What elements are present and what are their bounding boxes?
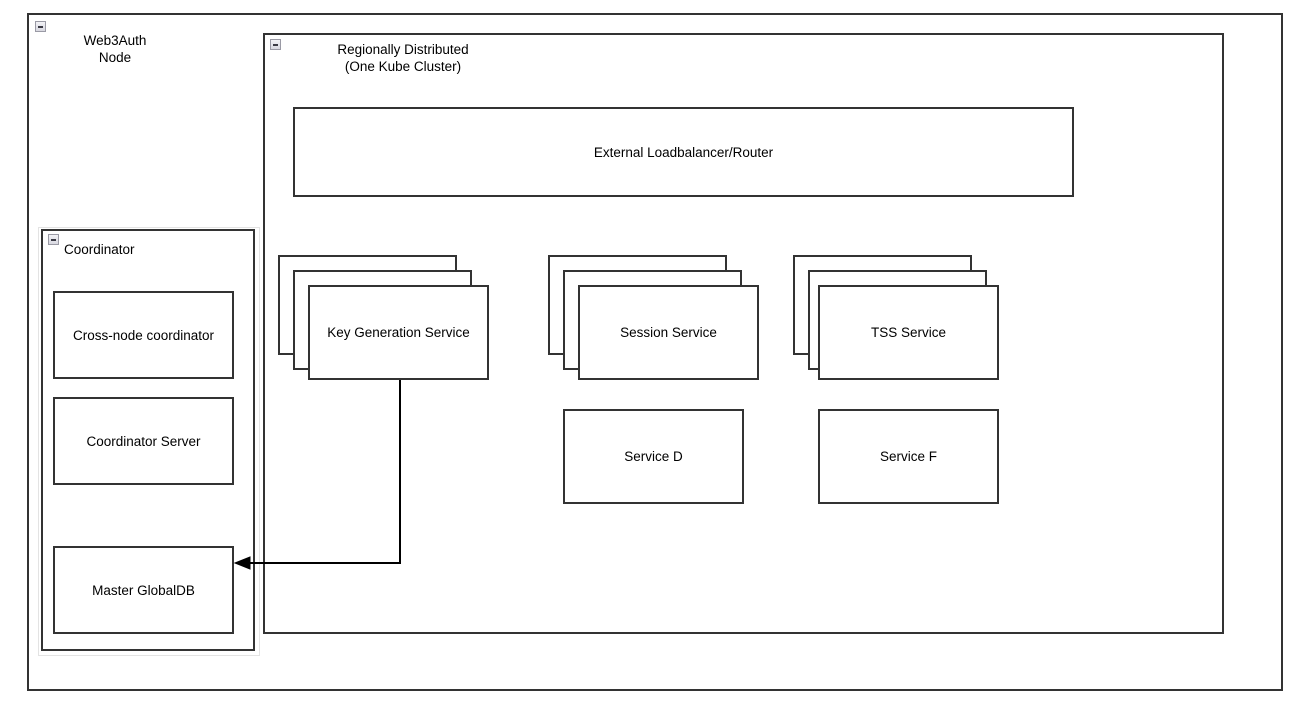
tss-service-label: TSS Service: [870, 325, 947, 340]
key-generation-service-label: Key Generation Service: [327, 325, 470, 340]
coordinator-label: Coordinator: [64, 242, 135, 257]
minus-collapse-icon-kube-cluster[interactable]: [270, 39, 281, 50]
service-f-label: Service F: [879, 449, 937, 464]
service-f-box[interactable]: Service F: [818, 409, 999, 504]
master-globaldb-label: Master GlobalDB: [92, 582, 195, 598]
minus-collapse-icon-web3auth-node[interactable]: [35, 21, 46, 32]
key-generation-service-box[interactable]: Key Generation Service: [308, 285, 489, 380]
coordinator-server-label: Coordinator Server: [86, 433, 201, 449]
session-service-label: Session Service: [620, 325, 717, 340]
session-service-box[interactable]: Session Service: [578, 285, 759, 380]
minus-collapse-icon-coordinator[interactable]: [48, 234, 59, 245]
tss-service-box[interactable]: TSS Service: [818, 285, 999, 380]
service-d-box[interactable]: Service D: [563, 409, 744, 504]
kube-cluster-label: Regionally Distributed (One Kube Cluster…: [337, 42, 469, 74]
master-globaldb-box[interactable]: Master GlobalDB: [53, 546, 234, 634]
coordinator-server-box[interactable]: Coordinator Server: [53, 397, 234, 485]
web3auth-node-label: Web3Auth Node: [83, 33, 147, 65]
service-d-label: Service D: [624, 449, 683, 464]
external-loadbalancer-box[interactable]: External Loadbalancer/Router: [293, 107, 1074, 197]
external-loadbalancer-label: External Loadbalancer/Router: [593, 144, 774, 160]
cross-node-coordinator-label: Cross-node coordinator: [72, 327, 215, 343]
cross-node-coordinator-box[interactable]: Cross-node coordinator: [53, 291, 234, 379]
